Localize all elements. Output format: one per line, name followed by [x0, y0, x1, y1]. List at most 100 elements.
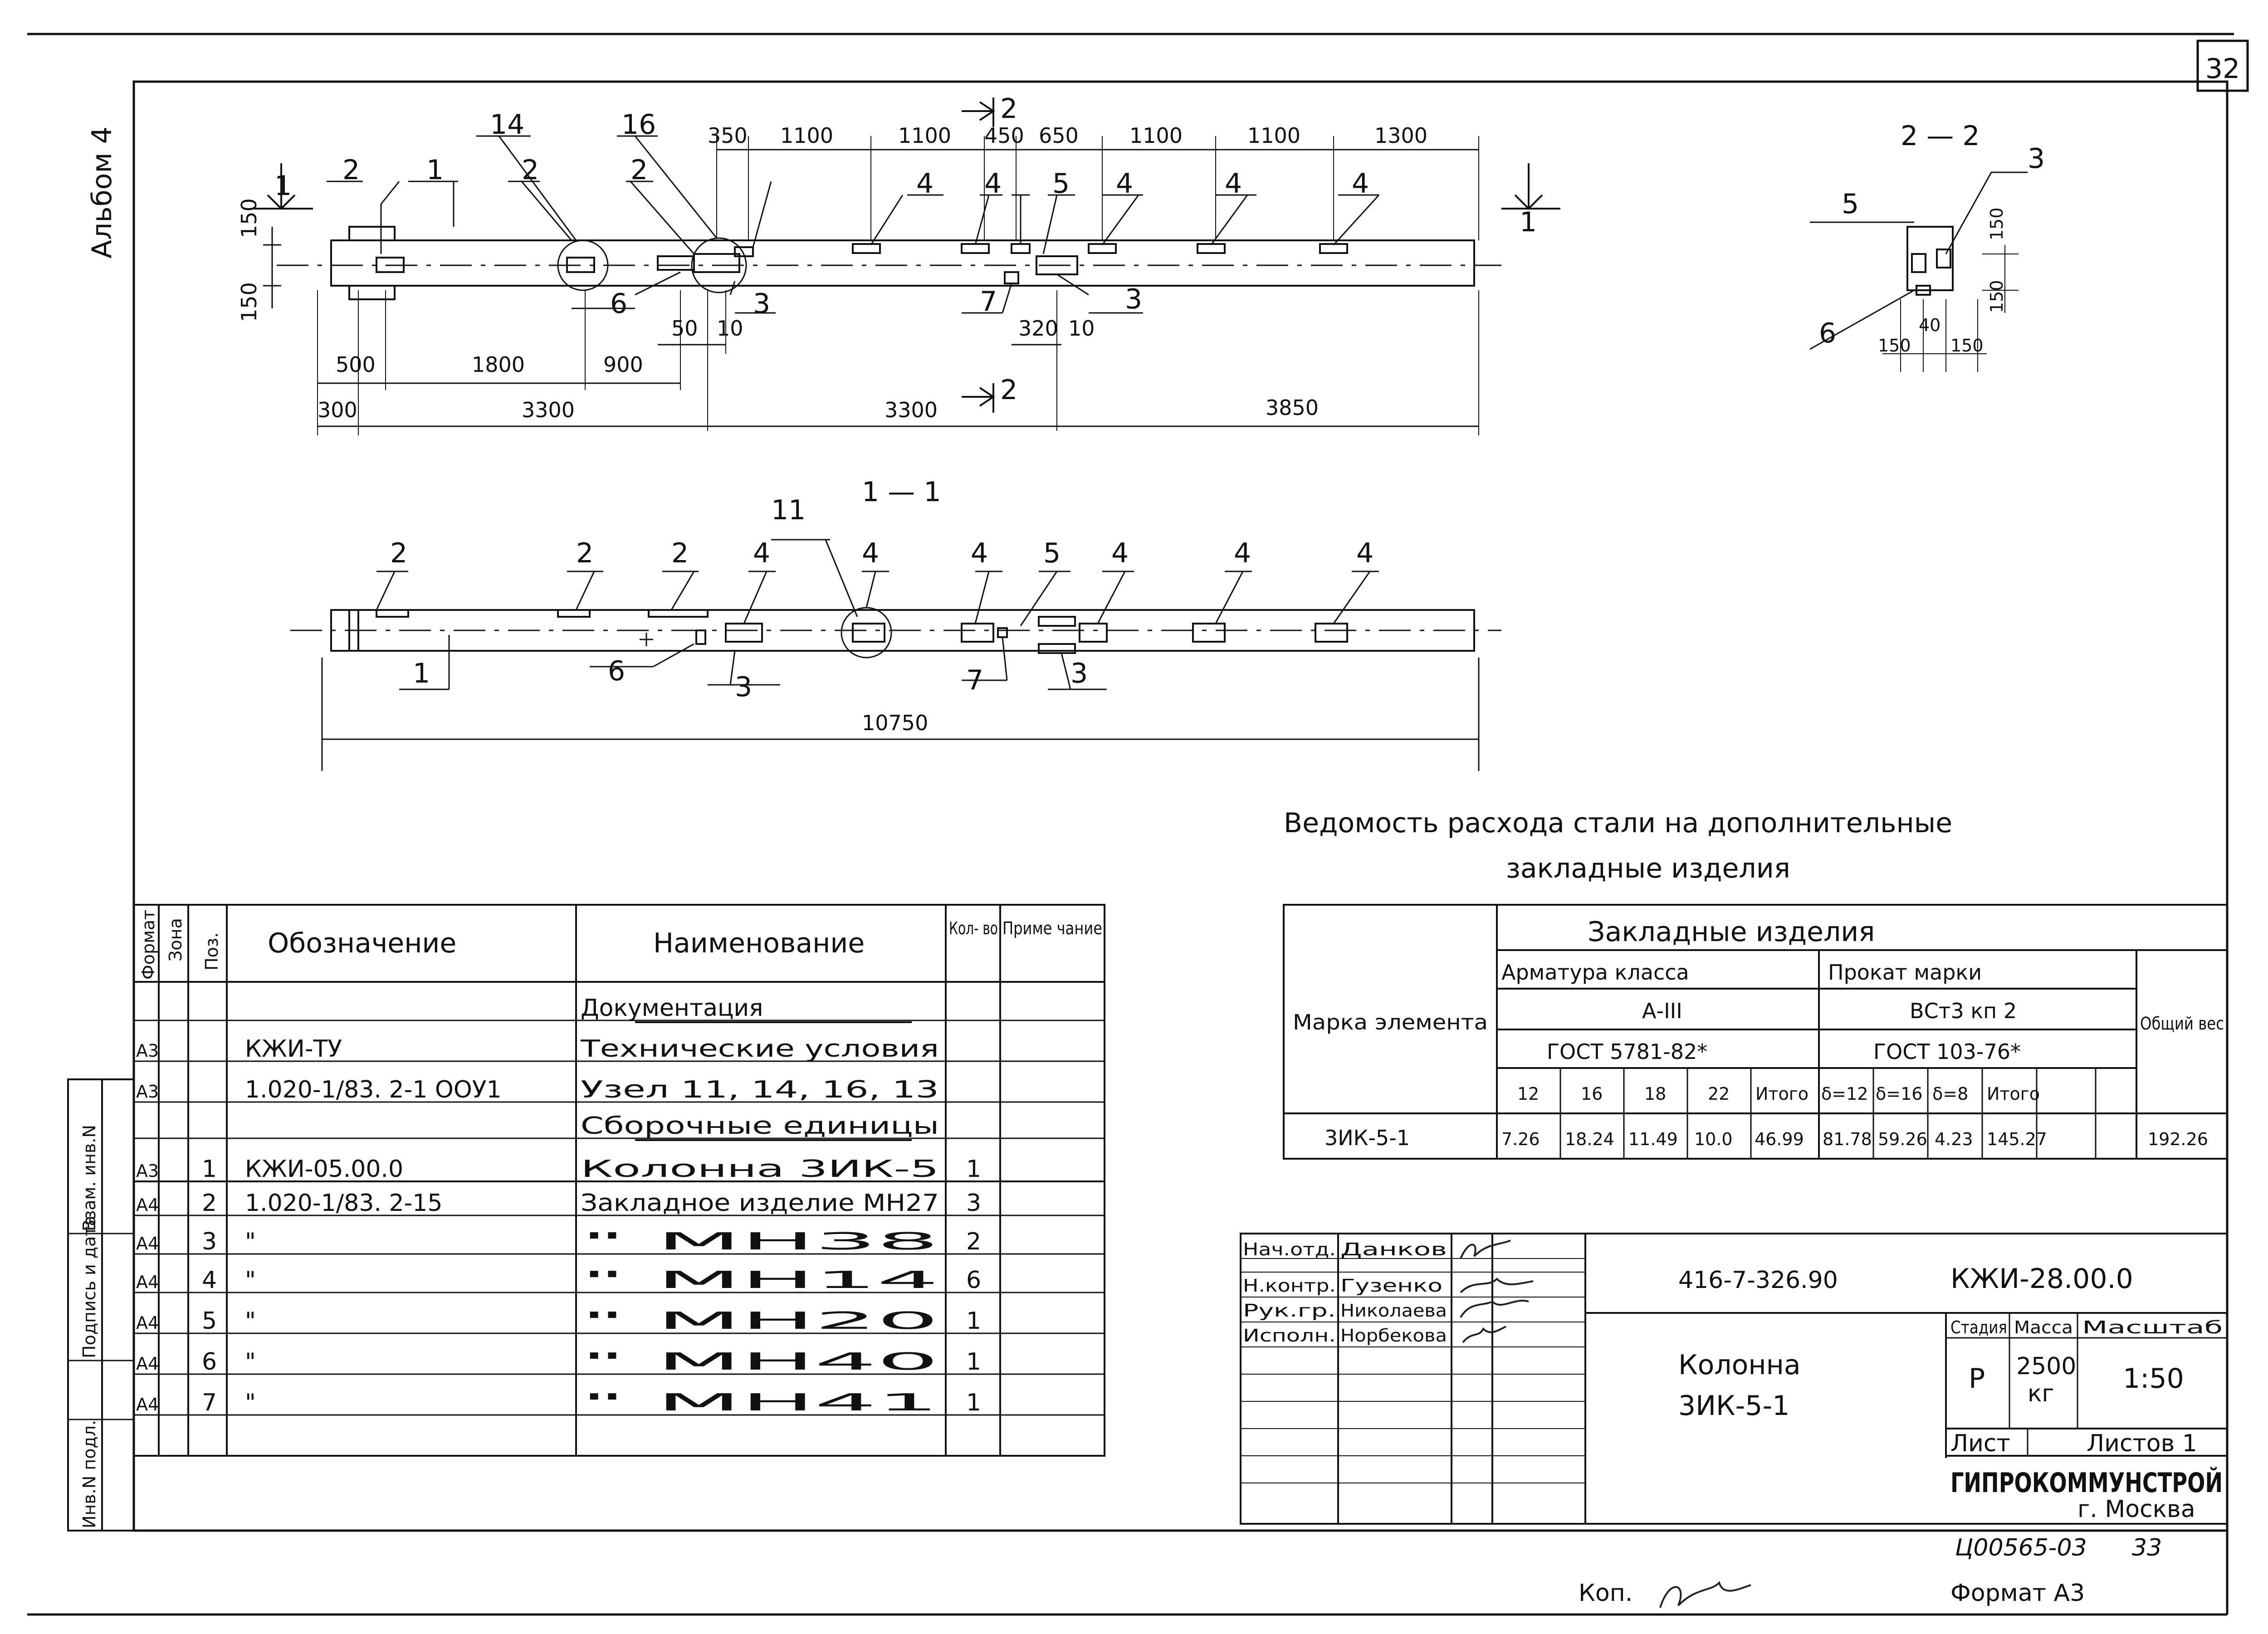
pos-label: 6 — [610, 288, 627, 320]
table-cell: 192.26 — [2148, 1129, 2208, 1149]
dimension: 1100 — [1129, 123, 1183, 148]
row-designation: " — [245, 1348, 256, 1375]
title-block-text: 416-7-326.90 КЖИ-28.00.0 Колонна 3ИК-5-1… — [1678, 1263, 2223, 1523]
row-name: Колонна 3ИК-5 — [581, 1156, 939, 1183]
row-quantity: 2 — [966, 1228, 981, 1255]
column-header: Наименование — [653, 927, 865, 959]
pos-label: 4 — [1116, 168, 1133, 200]
table-cell: 46.99 — [1755, 1129, 1804, 1149]
pos-label: 3 — [1125, 283, 1142, 315]
role-label: Исполн. — [1243, 1326, 1336, 1346]
drawing-title: Колонна — [1678, 1349, 1801, 1381]
table-header: Марка элемента — [1293, 1010, 1488, 1034]
dimension: 650 — [1039, 123, 1079, 148]
row-format: А4 — [136, 1354, 159, 1374]
mass-unit: кг — [2028, 1380, 2054, 1407]
dimension: 1100 — [1247, 123, 1300, 148]
pos-label: 14 — [490, 109, 524, 141]
role-label: Н.контр. — [1243, 1276, 1336, 1296]
row-designation: КЖИ-05.00.0 — [245, 1156, 403, 1183]
row-quantity: 3 — [966, 1190, 981, 1217]
column-header: 12 — [1517, 1084, 1539, 1104]
row-name: " МН38 — [581, 1228, 939, 1255]
row-position: 3 — [202, 1228, 217, 1255]
sheet-label: Лист — [1950, 1430, 2010, 1457]
table-header: А-III — [1642, 999, 1682, 1023]
role-label: Рук.гр. — [1243, 1301, 1336, 1321]
spec-table-headers: Формат Зона Поз. Обозначение Наименовани… — [138, 910, 1102, 980]
scale-value: 1:50 — [2123, 1363, 2184, 1395]
dimension: 1100 — [898, 123, 951, 148]
row-format: А4 — [136, 1195, 159, 1215]
pos-label: 2 — [390, 537, 407, 569]
row-position: 7 — [202, 1389, 217, 1416]
pos-label: 3 — [753, 288, 770, 320]
drawing-subtitle: 3ИК-5-1 — [1678, 1390, 1789, 1422]
pos-label: 4 — [1356, 537, 1374, 569]
dimension: 10 — [1068, 316, 1095, 341]
role-label: Нач.отд. — [1243, 1239, 1336, 1259]
row-format: А4 — [136, 1395, 159, 1415]
plan-view — [254, 98, 1560, 435]
row-position: 6 — [202, 1348, 217, 1375]
pos-label: 4 — [916, 168, 934, 200]
row-mark: 3ИК-5-1 — [1325, 1126, 1410, 1150]
table-header: Прокат марки — [1828, 960, 1982, 985]
dimension: 150 — [237, 282, 261, 322]
pos-label: 3 — [1070, 658, 1088, 689]
row-position: 2 — [202, 1190, 217, 1217]
dimension: 10 — [717, 316, 743, 341]
row-quantity: 6 — [966, 1267, 981, 1294]
table-cell: 11.49 — [1628, 1129, 1678, 1149]
row-position: 4 — [202, 1267, 217, 1294]
city: г. Москва — [2077, 1496, 2195, 1523]
row-designation: КЖИ-ТУ — [245, 1035, 342, 1063]
dimension: 3300 — [522, 398, 575, 422]
copy-note: Коп. — [1579, 1580, 1633, 1607]
pos-label: 4 — [971, 537, 988, 569]
title-block-roles: Нач.отд. Данков Н.контр. Гузенко Рук.гр.… — [1243, 1239, 1447, 1346]
table-cell: 18.24 — [1565, 1129, 1614, 1149]
section-mark: 1 — [1520, 206, 1537, 238]
row-format: А4 — [136, 1272, 159, 1292]
pos-label: 2 — [671, 537, 689, 569]
pos-label: 4 — [984, 168, 1002, 200]
row-name: " МН20 — [581, 1307, 939, 1335]
row-name: Технические условия — [580, 1035, 939, 1063]
pos-label: 4 — [862, 537, 879, 569]
steel-table-cols: 12 16 18 22 Итого δ=12 δ=16 δ=8 Итого 3И… — [1325, 1084, 2208, 1150]
stage-label: Стадия — [1950, 1317, 2007, 1337]
section-mark: 2 — [1000, 93, 1017, 125]
section-2-2 — [1809, 171, 2028, 372]
stamp-label: Взам. инв.N — [79, 1125, 99, 1231]
row-name: " МН41 — [581, 1389, 939, 1416]
dimension: 300 — [318, 398, 357, 422]
pos-label: 3 — [2028, 143, 2045, 175]
table-header: ГОСТ 103-76* — [1873, 1039, 2021, 1064]
dimension: 350 — [708, 123, 748, 148]
pos-label: 7 — [980, 286, 997, 317]
table-cell: 59.26 — [1878, 1129, 1927, 1149]
dimension: 1800 — [472, 352, 525, 377]
pos-label: 11 — [771, 494, 806, 526]
column-header: Формат — [138, 910, 158, 980]
archive-number: Ц00565-03 — [1955, 1534, 2087, 1561]
steel-table-title-line1: Ведомость расхода стали на дополнительны… — [1284, 807, 1952, 839]
pos-label: 4 — [1111, 537, 1129, 569]
role-name: Норбекова — [1340, 1326, 1447, 1346]
steel-table-title-line2: закладные изделия — [1506, 853, 1790, 884]
pos-label: 1 — [413, 658, 430, 689]
row-quantity: 1 — [966, 1389, 981, 1416]
row-designation: " — [245, 1267, 256, 1294]
row-format: А3 — [136, 1161, 159, 1181]
pos-label: 4 — [753, 537, 770, 569]
section-2-2-title: 2 — 2 — [1901, 120, 1980, 152]
column-header: Кол- во — [949, 918, 998, 938]
scale-label: Масштаб — [2082, 1317, 2223, 1337]
format-label: Формат А3 — [1950, 1580, 2085, 1607]
dimension: 150 — [237, 198, 261, 238]
column-header: Итого — [1987, 1084, 2040, 1104]
role-name: Николаева — [1340, 1301, 1447, 1321]
dimension: 450 — [984, 123, 1024, 148]
